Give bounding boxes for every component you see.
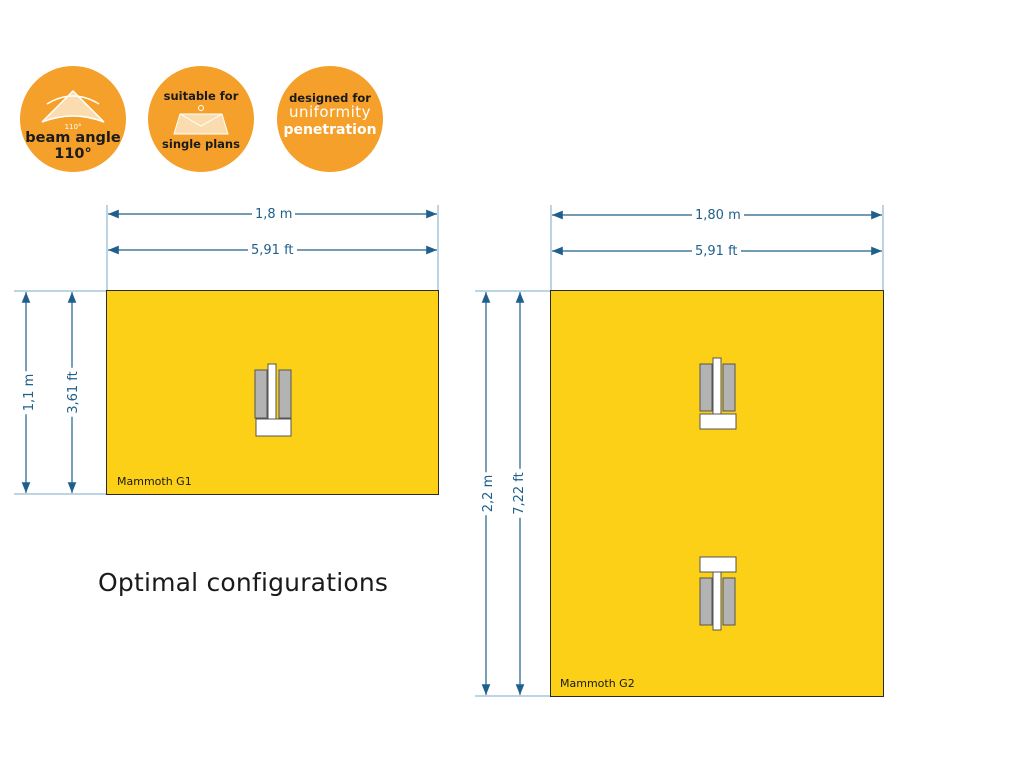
single-plans-line1: suitable for [163, 89, 239, 103]
uniformity-line3: penetration [283, 122, 377, 138]
g1-width-m-label: 1,8 m [252, 207, 296, 222]
uniformity-badge: designed for uniformity penetration [277, 66, 383, 172]
uniformity-line1: designed for [289, 91, 371, 105]
single-plans-badge: suitable for single plans [148, 66, 254, 172]
g2-height-m-label: 2,2 m [481, 471, 497, 516]
beam-angle-title: beam angle [25, 130, 121, 146]
lamp-icon [699, 357, 737, 631]
g1-width-ft-label: 5,91 ft [248, 243, 297, 258]
g2-height-ft-label: 7,22 ft [511, 469, 527, 518]
beam-angle-badge: 110° beam angle 110° [20, 66, 126, 172]
g2-width-ft-label: 5,91 ft [692, 244, 741, 259]
beam-angle-small-label: 110° [64, 123, 82, 131]
lamp-icon [254, 363, 292, 437]
beam-angle-icon [41, 89, 105, 123]
uniformity-line2: uniformity [288, 103, 372, 121]
g1-height-ft-label: 3,61 ft [65, 368, 81, 417]
g2-width-m-label: 1,80 m [692, 208, 744, 223]
single-plan-icon [173, 105, 229, 135]
mammoth-g2-area: Mammoth G2 [550, 290, 884, 697]
beam-angle-value: 110° [54, 146, 92, 162]
g1-height-m-label: 1,1 m [22, 370, 38, 415]
mammoth-g1-label: Mammoth G1 [117, 475, 192, 488]
optimal-configurations-caption: Optimal configurations [98, 568, 389, 597]
mammoth-g1-area: Mammoth G1 [106, 290, 439, 495]
mammoth-g2-label: Mammoth G2 [560, 677, 635, 690]
single-plans-line2: single plans [162, 137, 240, 151]
